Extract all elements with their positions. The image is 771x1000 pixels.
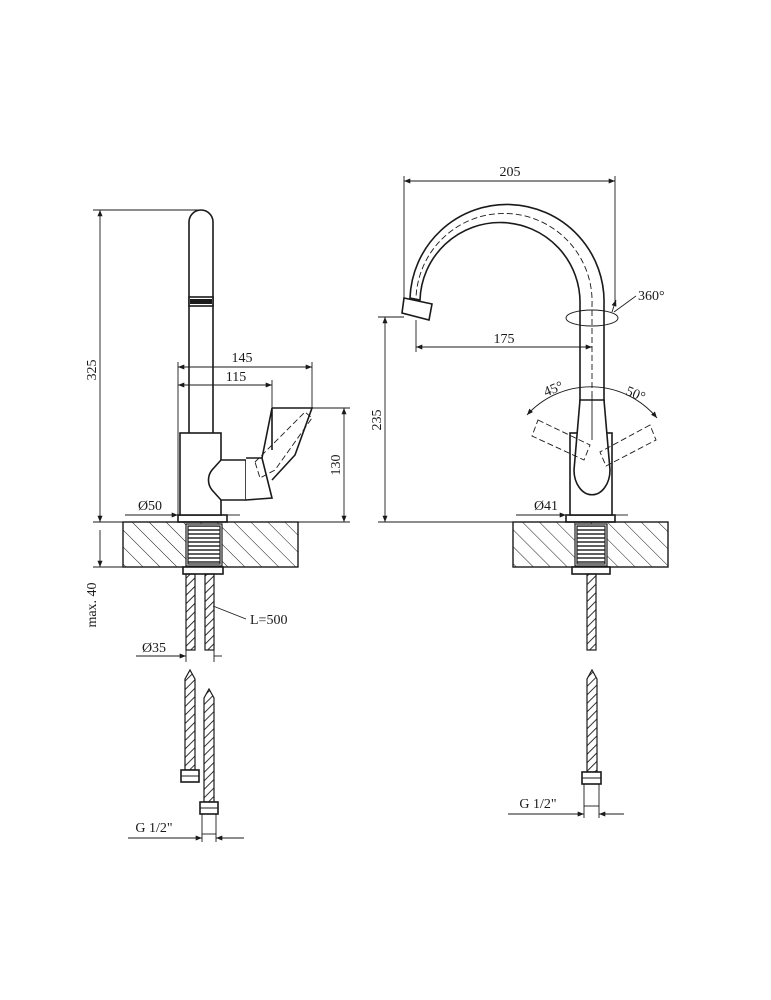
dim-thread-side: G 1/2" xyxy=(135,821,172,836)
front-view: 205 175 235 360° 45° 50° Ø41 G 1/2" xyxy=(370,165,669,818)
dim-thread-front: G 1/2" xyxy=(519,797,556,812)
dim-reach-inner: 115 xyxy=(226,370,246,385)
spout-tip xyxy=(401,297,433,321)
side-view: 325 145 115 130 Ø50 max. 40 L=500 Ø35 xyxy=(85,209,350,842)
dim-hose-length: L=500 xyxy=(250,613,287,628)
lock-nut-side xyxy=(182,566,224,575)
spout-side xyxy=(188,209,214,433)
hose-front xyxy=(586,573,597,651)
handle-front xyxy=(573,399,611,496)
dim-reach-outer: 145 xyxy=(232,351,253,366)
dim-spout-reach: 175 xyxy=(494,332,515,347)
dim-shank-diameter: Ø35 xyxy=(142,641,166,656)
dim-handle-height: 130 xyxy=(329,455,344,476)
dim-rotation: 360° xyxy=(638,289,665,304)
dim-base-diameter-front: Ø41 xyxy=(534,499,558,514)
dim-angle-left: 45° xyxy=(542,379,566,400)
hose-right-side xyxy=(204,573,215,651)
hose-left-side xyxy=(185,573,196,651)
spout-front xyxy=(409,203,605,433)
dim-base-diameter-side: Ø50 xyxy=(138,499,162,514)
dim-angle-right: 50° xyxy=(623,384,647,405)
handle-lever-side xyxy=(207,459,247,501)
dim-max-thickness: max. 40 xyxy=(85,582,100,627)
lock-nut-front xyxy=(571,566,611,575)
dim-width-total: 205 xyxy=(500,165,521,180)
dim-height-total: 325 xyxy=(85,360,100,381)
dim-spout-height: 235 xyxy=(370,410,385,431)
